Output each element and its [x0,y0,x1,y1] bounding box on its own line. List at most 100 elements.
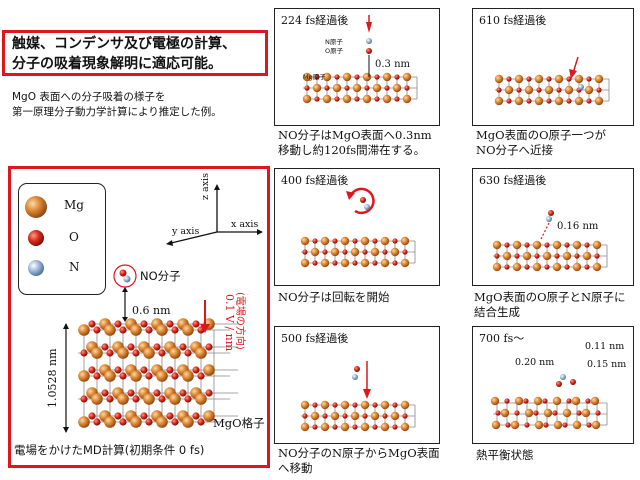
o-atom [506,76,512,82]
o-atom [584,264,590,270]
mg-atom [380,400,390,410]
o-atom [171,418,179,426]
mg-atom [582,251,592,261]
intro-note: MgO 表面への分子吸着の様子を 第一原理分子動力学計算により推定した例。 [12,90,272,120]
o-atom [205,343,213,351]
mg-atom [91,347,103,359]
o-atom [332,402,338,408]
o-atom [342,249,348,255]
mg-atom [203,410,215,422]
mg-atom [562,251,572,261]
o-atom [312,238,318,244]
o-atom [132,349,140,357]
o-atom [140,366,148,374]
mg-atom [400,236,410,246]
initial-condition-box [8,166,270,468]
headline-line-1: 触媒、コンデンサ及び電極の計算、 [12,36,236,52]
snapshot-caption-630fs: MgO表面のO原子とN原子に結合生成 [474,290,626,319]
mg-atom [514,74,524,84]
o-atom [171,372,179,380]
mg-atom [117,347,129,359]
mgo-slab [300,400,416,432]
mg-atom [552,240,562,250]
mg-atom [524,85,534,95]
o-atom [302,249,308,255]
mg-atom [156,416,168,428]
o-atom [523,398,529,404]
mgo-lattice [78,318,238,428]
o-atom [101,343,109,351]
mg-atom [490,396,500,406]
o-atom [80,349,88,357]
mg-atom [572,240,582,250]
o-atom [564,242,570,248]
mg-atom [310,247,320,257]
o-atom [106,395,114,403]
o-atom [179,343,187,351]
distance-label-2: 0.20 nm [515,357,555,368]
mg-atom [342,72,352,82]
mg-atom [402,94,412,104]
o-atom [352,260,358,266]
rotation-arrow [349,187,375,215]
o-atom [344,85,350,91]
snapshot-panel-224fs: 224 fs経過後 N原子 O原子 Mg原子 0.3 nm [274,8,440,126]
mg-atom [310,411,320,421]
mg-atom [312,83,322,93]
o-atom [556,87,562,93]
o-atom [392,260,398,266]
o-atom [158,349,166,357]
o-atom [158,395,166,403]
mg-atom [330,411,340,421]
mg-atom [533,396,543,406]
snapshot-title: 224 fs経過後 [281,14,349,27]
lattice-label: MgO格子 [213,416,265,430]
o-atom [372,424,378,430]
legend-box [18,183,106,295]
mgo-slab [300,236,416,268]
o-atom [302,413,308,419]
o-atom [524,422,530,428]
o-atom [312,402,318,408]
o-atom [140,320,148,328]
o-atom [88,412,96,420]
mg-atom [302,72,312,82]
n-atom [364,204,370,210]
mg-atom [574,74,584,84]
mg-atom [320,422,330,432]
mg-atom [182,370,194,382]
o-atom [166,320,174,328]
o-atom [334,96,340,102]
o-atom [314,96,320,102]
mg-atom [300,236,310,246]
o-atom [586,422,592,428]
mgo-slab [302,72,418,104]
o-atom [332,238,338,244]
o-atom [554,253,560,259]
distance-label-3: 0.15 nm [587,359,627,370]
mg-atom [514,396,524,406]
mg-atom [332,83,342,93]
mg-atom [156,324,168,336]
mg-atom [195,393,207,405]
mg-atom [169,393,181,405]
y-axis-line [166,231,218,245]
o-atom [372,260,378,266]
snapshot-title: 630 fs経過後 [479,174,547,187]
snapshot-title: 610 fs経過後 [479,14,547,27]
o-atom [374,74,380,80]
o-atom [93,418,101,426]
o-atom [584,242,590,248]
o-atom [171,326,179,334]
mg-atom [542,251,552,261]
o-atom [546,98,552,104]
mg-atom [572,420,582,430]
o-atom [543,422,549,428]
lattice-height-label: 1.0528 nm [46,348,59,408]
field-direction-label: (電場の方向) [234,292,245,350]
mg-atom [522,251,532,261]
mg-atom [143,393,155,405]
mg-atom [340,258,350,268]
o-atom [566,76,572,82]
